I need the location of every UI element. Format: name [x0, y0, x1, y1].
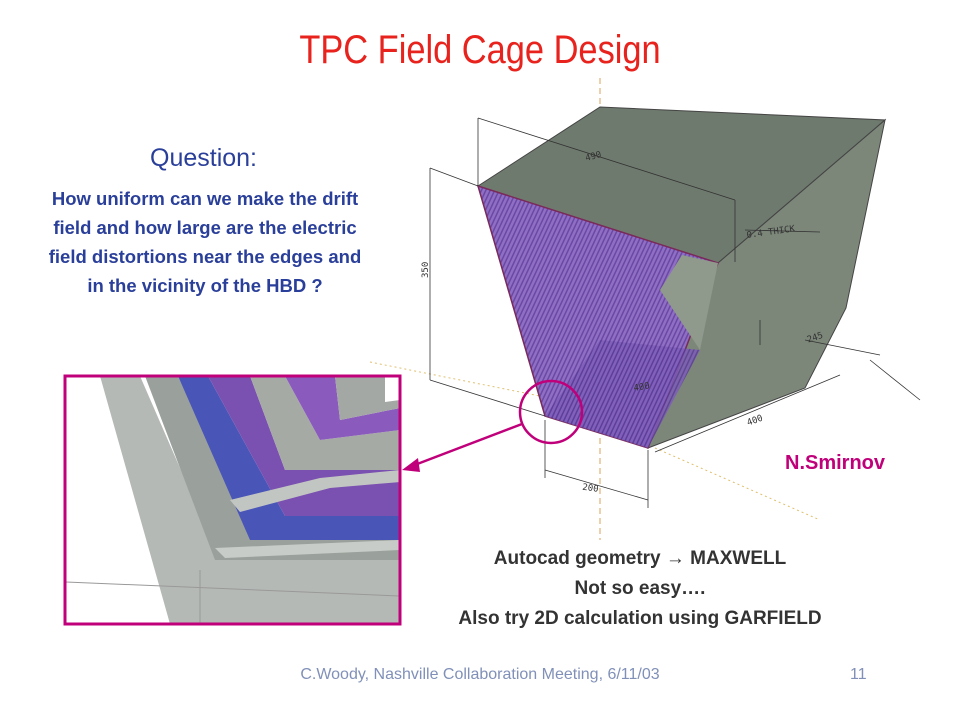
note-line: Not so easy…. [574, 578, 706, 599]
box-inner-wall [660, 255, 718, 350]
zoom-inset-frame [63, 374, 402, 626]
arrowhead-icon [402, 458, 420, 472]
highlight-circle [518, 379, 584, 445]
question-line: How uniform can we make the drift [51, 188, 359, 209]
question-line: field distortions near the edges and [48, 246, 362, 267]
callout-arrow-line [411, 422, 523, 468]
dimension-lines [429, 117, 921, 508]
zoom-inset [63, 374, 402, 626]
dim-bottom-a: 400 [633, 381, 651, 394]
dim-right-depth: 245 [806, 331, 825, 346]
page-number: 11 [850, 666, 867, 683]
slide-title: TPC Field Cage Design [299, 28, 661, 72]
question-line: field and how large are the electric [53, 217, 357, 238]
dim-bottom-b: 400 [746, 414, 765, 429]
note-line: Autocad geometry → MAXWELL [493, 548, 787, 569]
field-cage-inner-face [545, 340, 700, 448]
note-line: Also try 2D calculation using GARFIELD [458, 608, 822, 629]
ground-line [654, 447, 821, 521]
question-heading: Question: [150, 144, 258, 172]
dim-height: 350 [421, 262, 431, 278]
dim-bottom-width: 200 [582, 483, 599, 495]
question-line: in the vicinity of the HBD ? [87, 275, 323, 296]
dim-top-width: 490 [584, 150, 602, 164]
ground-line [369, 361, 561, 401]
question-text: How uniform can we make the drift field … [14, 184, 396, 300]
notes-block: Autocad geometry → MAXWELL Not so easy….… [420, 544, 860, 634]
footer-text: C.Woody, Nashville Collaboration Meeting… [300, 666, 660, 683]
author-name: N.Smirnov [785, 452, 886, 474]
